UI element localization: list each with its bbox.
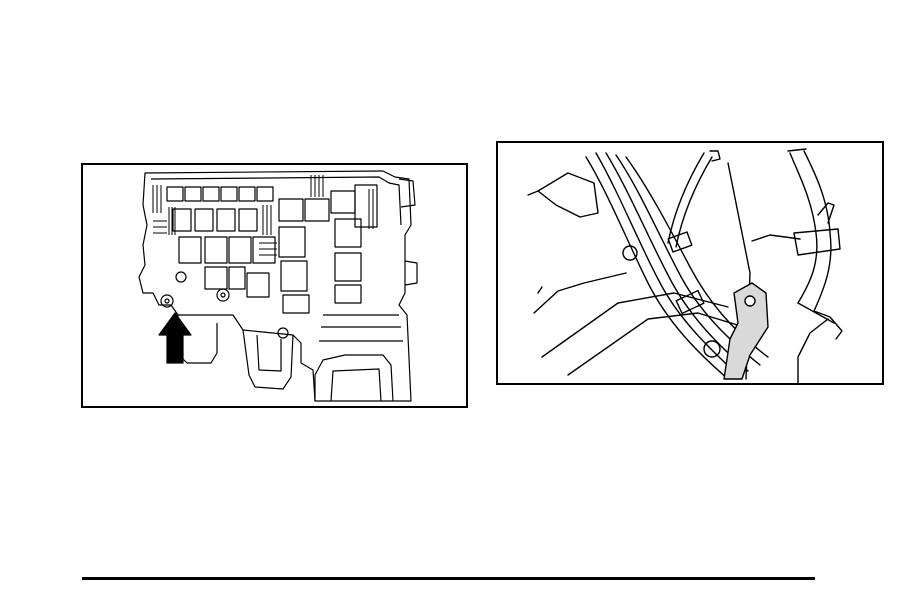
engine-harness-figure — [496, 141, 884, 385]
fuse-block-figure — [81, 163, 468, 408]
fuse-block-illustration — [83, 165, 466, 406]
engine-harness-illustration — [498, 143, 882, 383]
footer-rule — [82, 577, 815, 580]
